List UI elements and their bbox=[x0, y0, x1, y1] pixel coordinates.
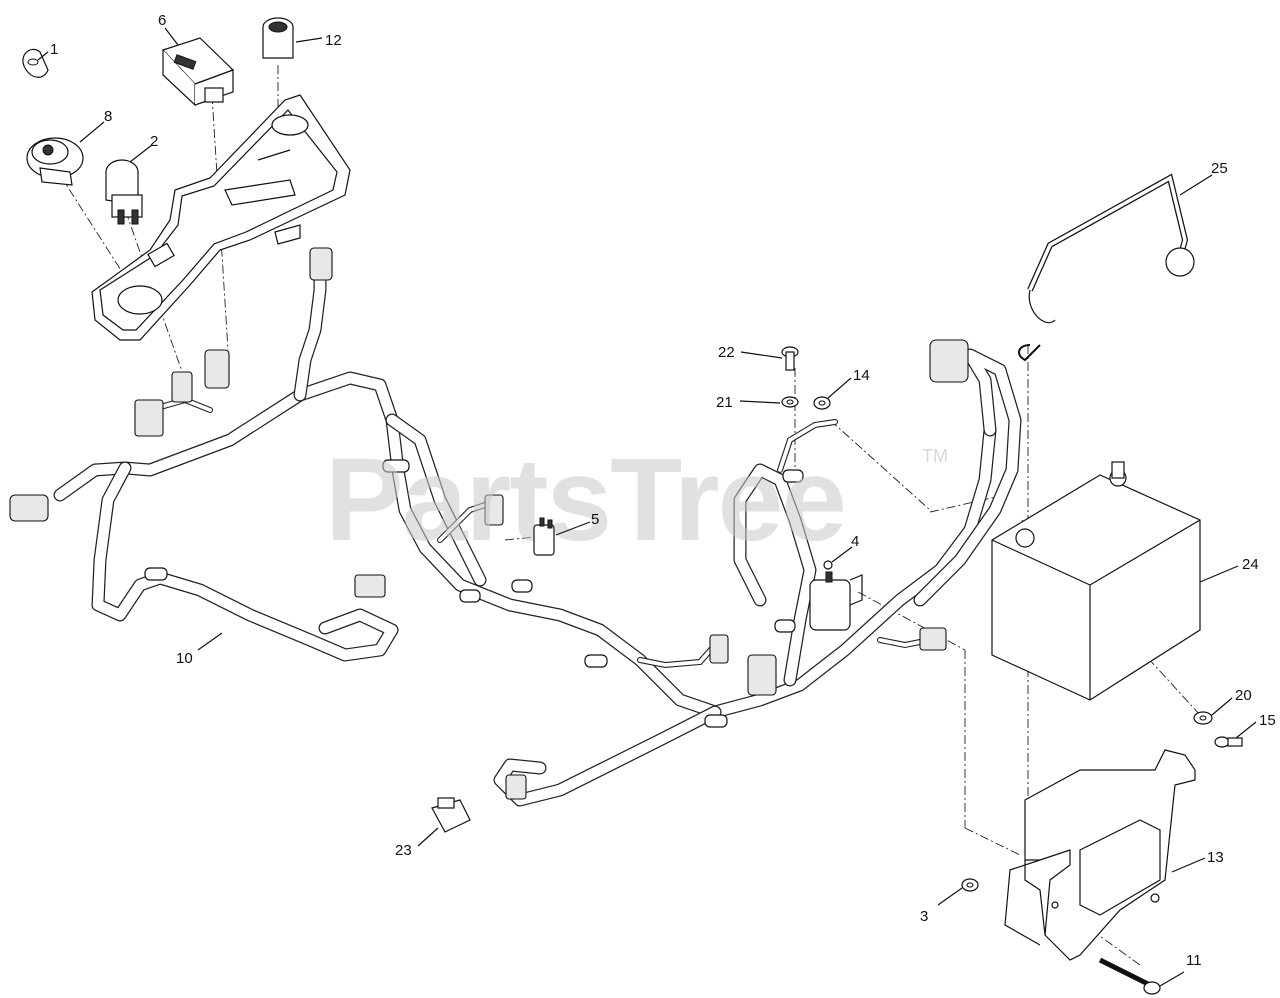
part-4-solenoid bbox=[809, 560, 863, 631]
part-21-washer bbox=[781, 396, 799, 408]
callout-12: 12 bbox=[325, 32, 342, 49]
callout-3: 3 bbox=[920, 908, 928, 925]
part-3-nut bbox=[961, 878, 979, 892]
part-1-key bbox=[22, 48, 49, 78]
callout-23: 23 bbox=[395, 842, 412, 859]
callout-2: 2 bbox=[150, 133, 158, 150]
callout-5: 5 bbox=[591, 511, 599, 528]
callout-4: 4 bbox=[851, 533, 859, 550]
watermark-trademark: TM bbox=[922, 446, 948, 466]
part-6-hour-meter bbox=[161, 37, 235, 107]
wiring-harness bbox=[9, 247, 1022, 807]
callout-8: 8 bbox=[104, 108, 112, 125]
leader-lines bbox=[37, 27, 1257, 987]
callout-22: 22 bbox=[718, 344, 735, 361]
part-8-ignition-switch bbox=[26, 137, 84, 186]
part-13-battery-bracket bbox=[1004, 749, 1196, 961]
part-14-nut bbox=[813, 396, 831, 410]
callout-21: 21 bbox=[716, 394, 733, 411]
part-22-bolt bbox=[781, 346, 799, 371]
part-5-relay bbox=[533, 517, 555, 556]
callout-20: 20 bbox=[1235, 687, 1252, 704]
part-15-bolt bbox=[1214, 736, 1243, 748]
callout-14: 14 bbox=[853, 367, 870, 384]
part-23-safety-switch bbox=[431, 797, 471, 833]
callout-13: 13 bbox=[1207, 849, 1224, 866]
control-panel-plate bbox=[91, 94, 351, 341]
callout-11: 11 bbox=[1186, 952, 1202, 969]
part-2-pto-switch bbox=[105, 159, 143, 225]
callout-10: 10 bbox=[176, 650, 193, 667]
callout-15: 15 bbox=[1259, 712, 1276, 729]
watermark: PartsTree TM bbox=[325, 434, 948, 566]
callout-1: 1 bbox=[50, 41, 58, 58]
part-11-carriage-bolt bbox=[1098, 957, 1161, 995]
part-24-battery bbox=[991, 461, 1201, 701]
watermark-text: PartsTree bbox=[325, 434, 845, 566]
part-25-hold-down-strap bbox=[1018, 173, 1195, 362]
callout-labels: 1 2 3 4 5 6 8 10 11 12 13 14 15 20 21 22… bbox=[50, 12, 1276, 969]
part-12-power-socket bbox=[262, 17, 294, 59]
callout-25: 25 bbox=[1211, 160, 1228, 177]
callout-24: 24 bbox=[1242, 556, 1259, 573]
callout-6: 6 bbox=[158, 12, 166, 29]
part-20-washer bbox=[1193, 711, 1213, 725]
